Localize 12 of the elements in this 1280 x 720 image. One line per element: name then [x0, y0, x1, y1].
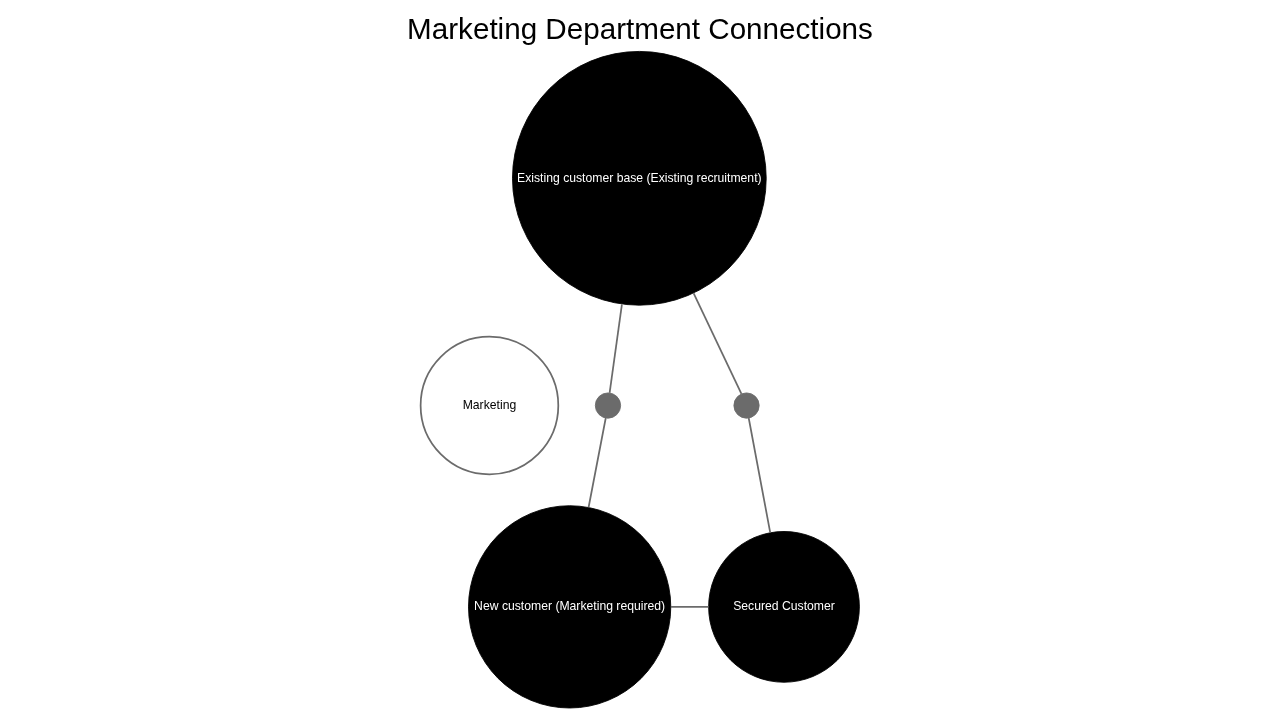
- node-circle: Marketing: [419, 335, 560, 476]
- node-circle: Secured Customer: [708, 531, 860, 683]
- connector: [692, 292, 743, 395]
- connector: [670, 606, 710, 608]
- connector: [608, 303, 623, 394]
- node-circle: [594, 392, 622, 419]
- connector: [587, 417, 607, 509]
- diagram-title: Marketing Department Connections: [407, 12, 873, 46]
- node-circle: New customer (Marketing required): [468, 505, 672, 709]
- node-circle: Existing customer base (Existing recruitment): [512, 50, 767, 306]
- node-circle: [733, 392, 760, 419]
- connector: [747, 417, 772, 534]
